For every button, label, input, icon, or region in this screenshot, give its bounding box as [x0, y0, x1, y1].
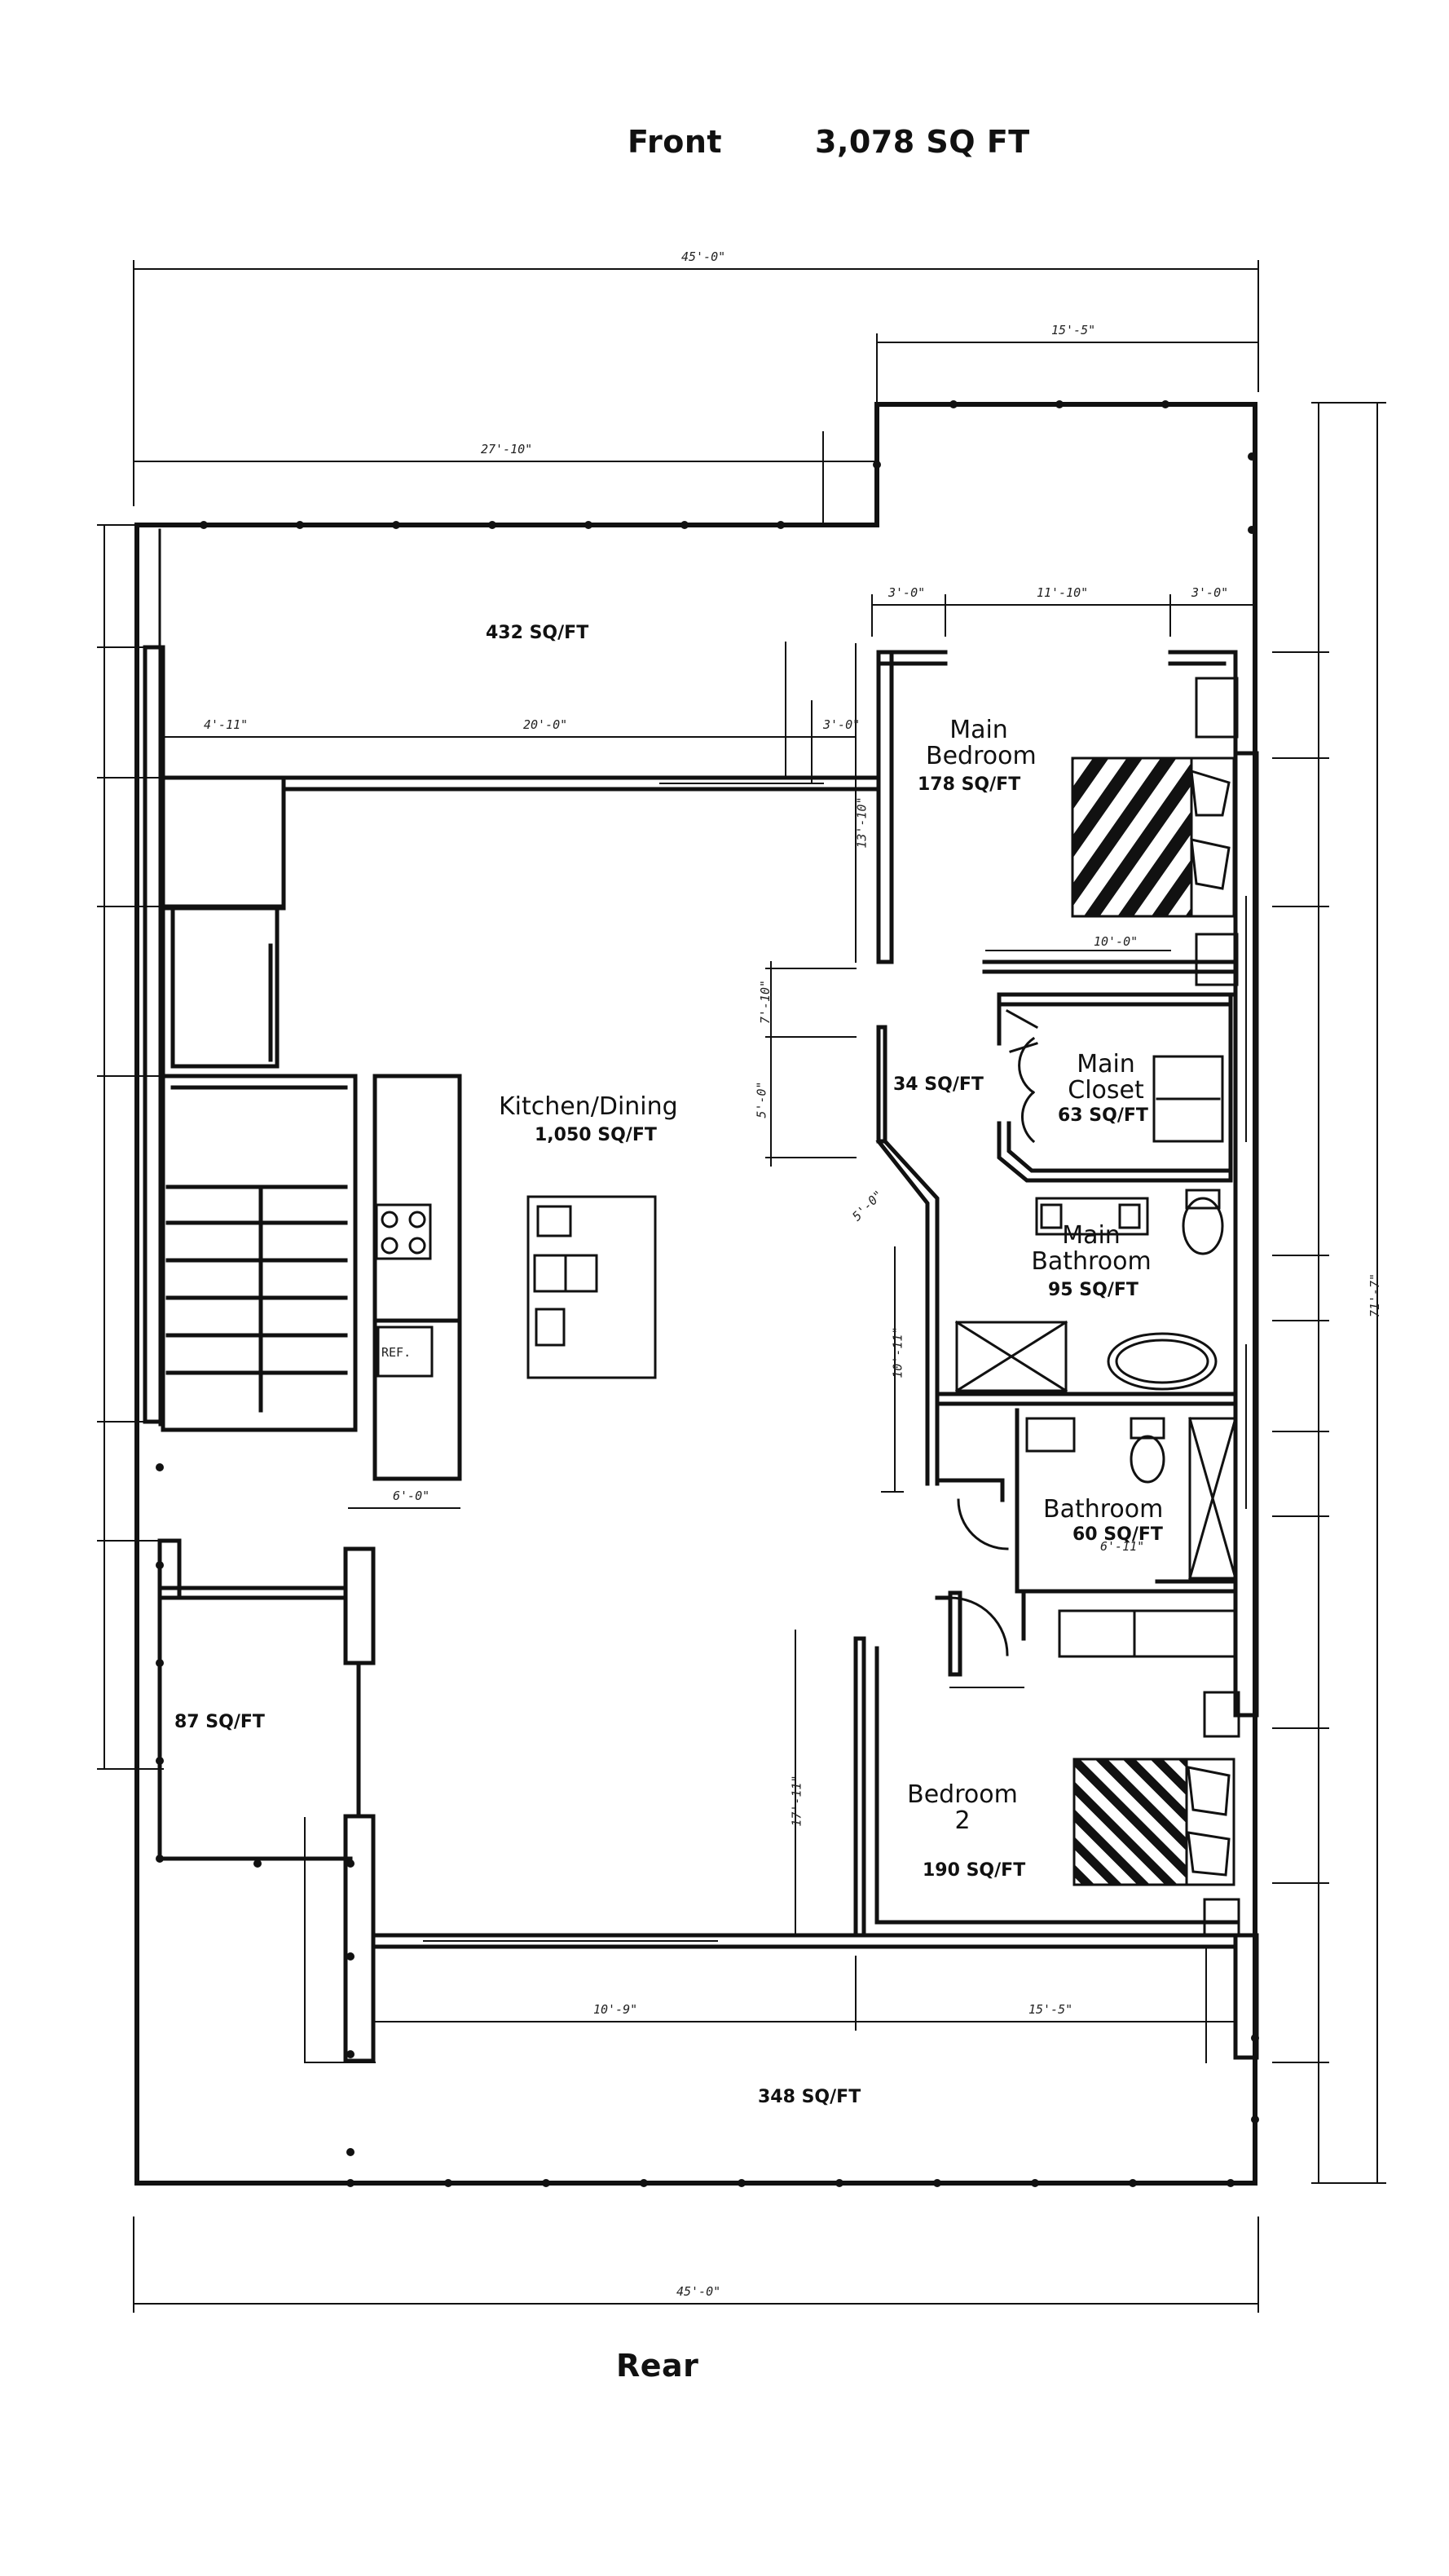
main-bathroom-line1: Main [1062, 1221, 1121, 1250]
main-bedroom-name: Main Bedroom [926, 716, 1037, 770]
bathroom-area: 60 SQ/FT [1072, 1524, 1163, 1545]
main-bedroom-line1: Main [949, 716, 1008, 744]
dim-rear-left: 10'-9" [593, 2002, 638, 2017]
main-closet-area: 63 SQ/FT [1058, 1105, 1148, 1126]
dim-right-overall: 71'-7" [1368, 1273, 1383, 1318]
refrigerator-label: REF. [381, 1345, 412, 1360]
dim-bottom-overall: 45'-0" [676, 2284, 721, 2299]
dim-bath-width: 6'-11" [1100, 1539, 1145, 1554]
dim-hall-long: 10'-11" [890, 1326, 905, 1378]
dim-bedroom2-depth: 17'-11" [789, 1775, 804, 1827]
dim-bedroom-top-c: 3'-0" [1191, 585, 1229, 600]
front-label: Front [628, 124, 723, 160]
bathroom-name: Bathroom [1043, 1495, 1164, 1524]
main-closet-line1: Main [1077, 1050, 1135, 1078]
main-closet-line2: Closet [1068, 1076, 1144, 1105]
main-bathroom-line2: Bathroom [1031, 1247, 1152, 1276]
dim-rear-right: 15'-5" [1028, 2002, 1073, 2017]
dim-bedroom-top-a: 3'-0" [888, 585, 926, 600]
rear-porch-area: 348 SQ/FT [758, 2087, 861, 2107]
dim-hall-b: 5'-0" [754, 1081, 769, 1118]
dim-top-right: 15'-5" [1051, 323, 1096, 337]
main-closet-name: Main Closet [1053, 1052, 1159, 1104]
bedroom-2-area: 190 SQ/FT [923, 1860, 1026, 1881]
bedroom-2-name: Bedroom 2 [901, 1782, 1024, 1834]
dim-porch-inner-mid: 20'-0" [523, 717, 568, 732]
dim-porch-inner-right: 3'-0" [823, 717, 861, 732]
kitchen-dining-name: Kitchen/Dining [499, 1092, 678, 1121]
kitchen-dining-area: 1,050 SQ/FT [535, 1125, 657, 1145]
dim-porch-inner-left: 4'-11" [204, 717, 249, 732]
bedroom-2-line1: Bedroom [907, 1780, 1018, 1809]
hall-area: 34 SQ/FT [893, 1074, 984, 1095]
dim-top-left-long: 27'-10" [481, 442, 533, 457]
main-bathroom-area: 95 SQ/FT [1048, 1280, 1138, 1300]
main-bathroom-name: Main Bathroom [1022, 1223, 1161, 1275]
dim-bed-width: 10'-0" [1094, 934, 1138, 949]
fixtures [375, 677, 1240, 1937]
windows [423, 783, 1247, 1942]
total-area-label: 3,078 SQ FT [815, 124, 1030, 160]
dimension-lines [97, 260, 1386, 2313]
dim-top-overall: 45'-0" [681, 249, 726, 264]
dim-hall-a: 7'-10" [758, 979, 773, 1025]
main-bedroom-area: 178 SQ/FT [918, 774, 1021, 795]
front-porch-area: 432 SQ/FT [486, 623, 589, 643]
dim-bedroom-top-b: 11'-10" [1037, 585, 1089, 600]
interior-walls [157, 650, 1238, 1938]
main-bedroom-line2: Bedroom [926, 742, 1037, 770]
rear-label: Rear [616, 2348, 699, 2384]
dim-island: 6'-0" [393, 1489, 430, 1503]
dim-bedroom-depth: 13'-10" [854, 796, 870, 849]
side-room-area: 87 SQ/FT [174, 1712, 265, 1732]
bedroom-2-line2: 2 [954, 1806, 971, 1835]
